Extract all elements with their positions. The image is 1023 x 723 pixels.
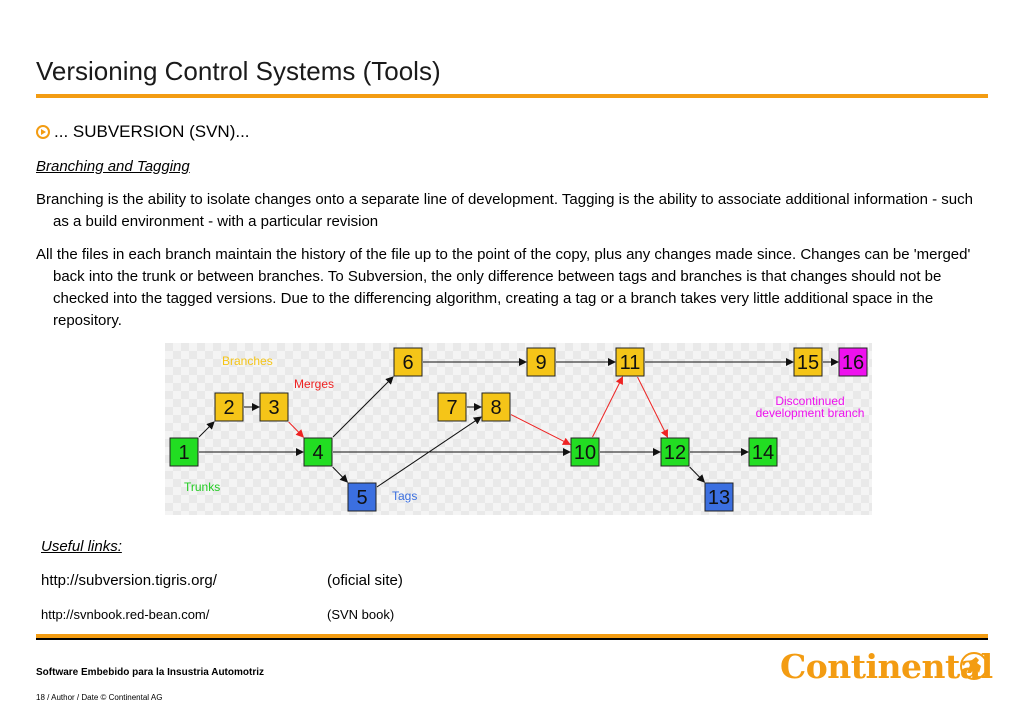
node-box-11 <box>615 347 645 377</box>
link-subversion-desc: (oficial site) <box>327 572 403 589</box>
page-title: Versioning Control Systems (Tools) <box>36 56 441 86</box>
node-4: 4 <box>303 437 333 467</box>
footer-meta: 18 / Author / Date © Continental AG <box>36 693 163 702</box>
horse-emblem-icon <box>960 652 988 680</box>
diagram-background <box>165 343 872 515</box>
node-9: 9 <box>526 347 556 377</box>
node-label-12: 12 <box>664 442 686 464</box>
node-16: 16 <box>838 347 868 377</box>
label-trunks: Trunks <box>184 480 220 494</box>
link-svnbook-desc: (SVN book) <box>327 607 395 622</box>
node-box-1 <box>169 437 199 467</box>
continental-logo: Continental <box>780 645 993 689</box>
link-subversion-url[interactable]: http://subversion.tigris.org/ <box>41 572 217 589</box>
node-label-10: 10 <box>574 442 596 464</box>
node-12: 12 <box>660 437 690 467</box>
node-5: 5 <box>347 482 377 512</box>
node-label-3: 3 <box>268 397 279 419</box>
node-label-1: 1 <box>178 442 189 464</box>
section-subheading: Branching and Tagging <box>36 158 190 175</box>
node-box-16 <box>838 347 868 377</box>
node-label-4: 4 <box>312 442 323 464</box>
edge-10-to-11 <box>592 376 623 438</box>
node-15: 15 <box>793 347 823 377</box>
footer-divider-black <box>36 638 988 640</box>
node-box-10 <box>570 437 600 467</box>
edge-8-to-10 <box>510 414 571 445</box>
label-discontinued-2: development branch <box>756 406 865 420</box>
edge-4-to-6 <box>332 376 394 438</box>
title-divider <box>36 94 988 98</box>
label-branches: Branches <box>222 354 273 368</box>
edge-3-to-4 <box>288 421 305 438</box>
node-8: 8 <box>481 392 511 422</box>
node-label-11: 11 <box>620 352 641 374</box>
node-box-4 <box>303 437 333 467</box>
node-13: 13 <box>704 482 734 512</box>
paragraph-branching: Branching is the ability to isolate chan… <box>36 191 973 230</box>
node-11: 11 <box>615 347 645 377</box>
node-label-8: 8 <box>490 397 501 419</box>
node-label-2: 2 <box>223 397 234 419</box>
node-box-5 <box>347 482 377 512</box>
node-label-9: 9 <box>535 352 546 374</box>
node-box-13 <box>704 482 734 512</box>
label-merges: Merges <box>294 377 334 391</box>
node-label-5: 5 <box>356 487 367 509</box>
node-box-9 <box>526 347 556 377</box>
node-box-3 <box>259 392 289 422</box>
node-label-7: 7 <box>446 397 457 419</box>
node-14: 14 <box>748 437 778 467</box>
orange-arrow-bullet-icon <box>36 125 50 139</box>
footer-divider-orange <box>36 634 988 638</box>
edge-1-to-2 <box>198 421 215 438</box>
edge-12-to-13 <box>689 466 706 483</box>
bullet-text: ... SUBVERSION (SVN)... <box>54 122 250 141</box>
useful-links-heading: Useful links: <box>41 538 122 555</box>
node-6: 6 <box>393 347 423 377</box>
node-label-14: 14 <box>752 442 774 464</box>
node-box-7 <box>437 392 467 422</box>
label-tags: Tags <box>392 489 417 503</box>
node-label-15: 15 <box>797 352 819 374</box>
node-3: 3 <box>259 392 289 422</box>
node-box-12 <box>660 437 690 467</box>
edge-4-to-5 <box>332 466 349 483</box>
node-box-6 <box>393 347 423 377</box>
node-7: 7 <box>437 392 467 422</box>
bullet-item: ... SUBVERSION (SVN)... <box>36 122 250 142</box>
paragraph-history: All the files in each branch maintain th… <box>36 246 971 329</box>
node-box-8 <box>481 392 511 422</box>
node-label-6: 6 <box>402 352 413 374</box>
logo-wordmark: Continental <box>780 647 993 686</box>
node-box-15 <box>793 347 823 377</box>
node-10: 10 <box>570 437 600 467</box>
node-1: 1 <box>169 437 199 467</box>
edge-11-to-12 <box>637 376 668 438</box>
label-discontinued-1: Discontinued <box>775 394 844 408</box>
node-box-2 <box>214 392 244 422</box>
node-label-13: 13 <box>708 487 730 509</box>
node-label-16: 16 <box>842 352 864 374</box>
link-svnbook-url[interactable]: http://svnbook.red-bean.com/ <box>41 607 210 622</box>
node-box-14 <box>748 437 778 467</box>
footer-title: Software Embebido para la Insustria Auto… <box>36 667 264 678</box>
node-2: 2 <box>214 392 244 422</box>
